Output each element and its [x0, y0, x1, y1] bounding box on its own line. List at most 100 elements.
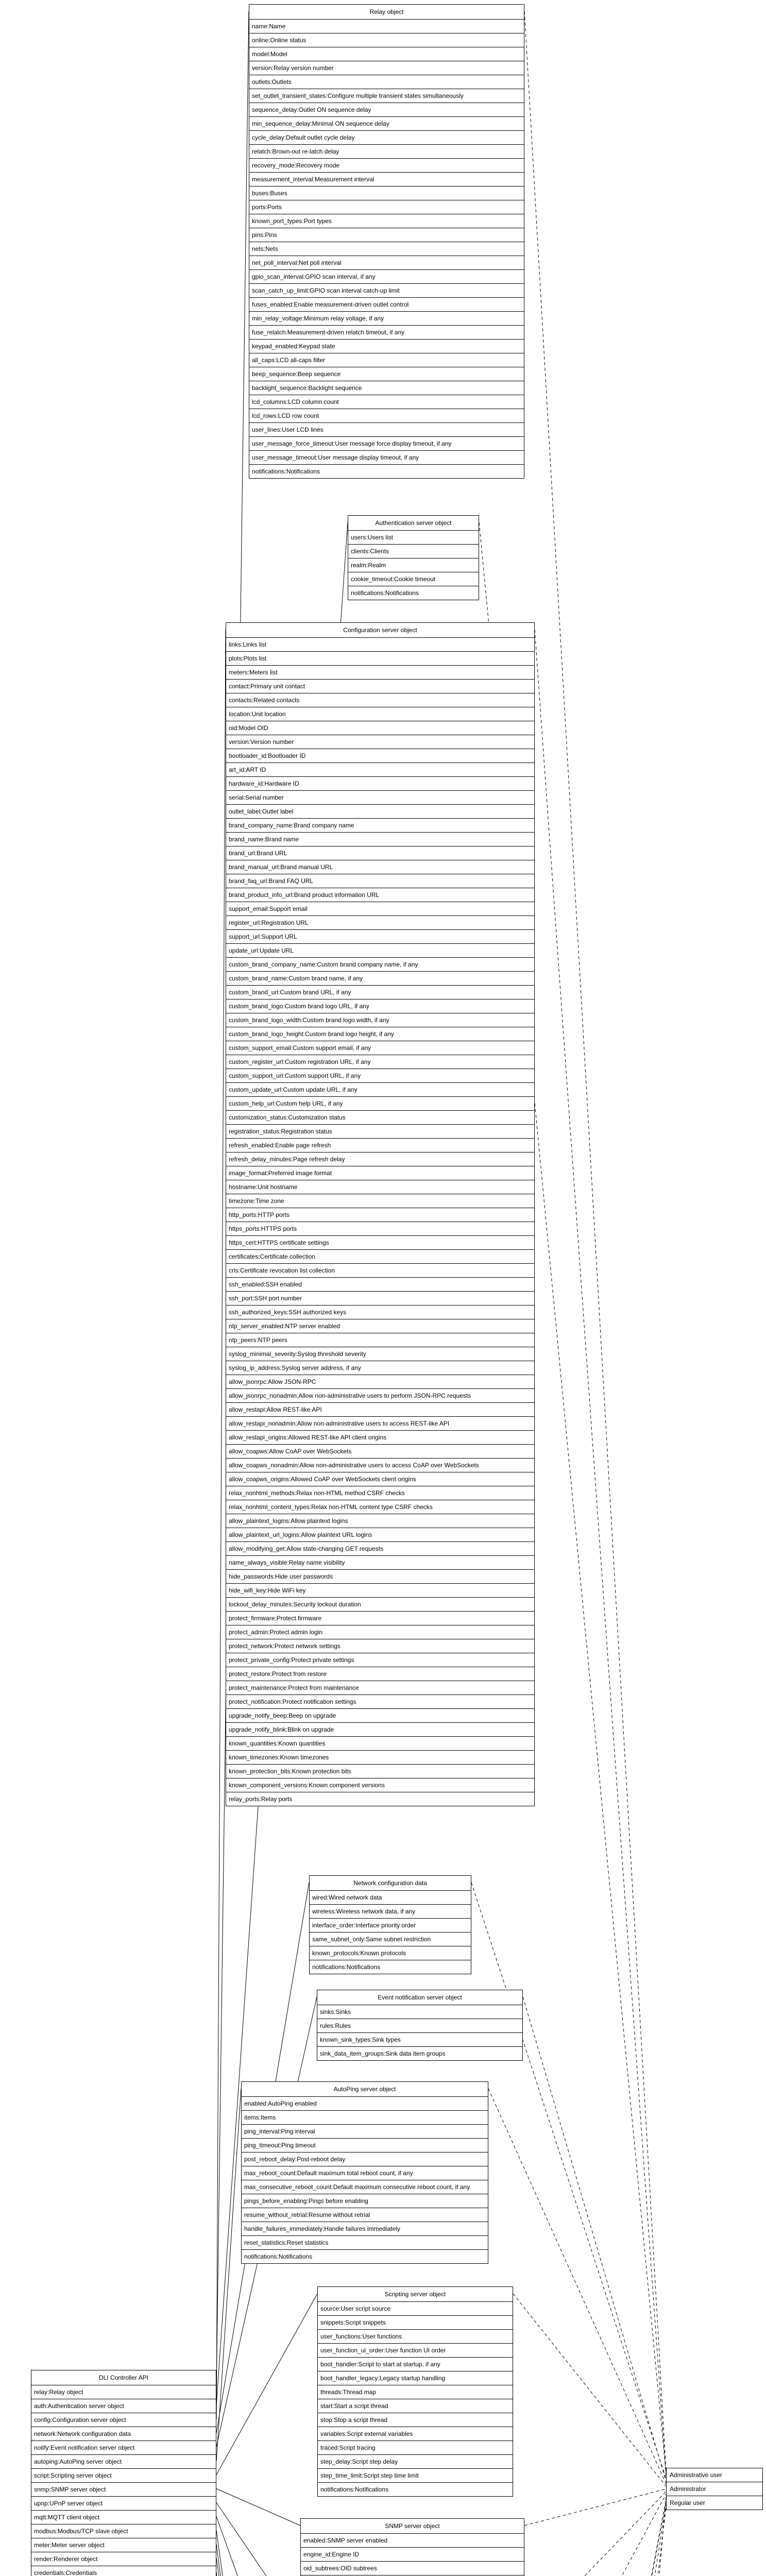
object-box-config-row: allow_jsonrpc:Allow JSON-RPC	[226, 1375, 534, 1388]
object-box-config-row: known_quantities:Known quantities	[226, 1736, 534, 1750]
object-box-config-row: custom_register_url:Custom registration …	[226, 1055, 534, 1069]
object-box-auth-row: users:Users list	[348, 530, 479, 544]
object-box-autoping-title: AutoPing server object	[333, 2086, 396, 2093]
api-root-box-row: meter:Meter server object	[31, 2538, 216, 2552]
containment-edge	[216, 2293, 318, 2475]
object-box-relay-row: user_lines:User LCD lines	[249, 422, 524, 436]
object-box-config-row: relax_nonhtml_methods:Relax non-HTML met…	[226, 1486, 534, 1500]
reference-edge	[488, 2088, 667, 2484]
object-box-auth-title: Authentication server object	[375, 519, 452, 527]
object-box-config-row: ntp_peers:NTP peers	[226, 1333, 534, 1347]
object-box-relay-row: pins:Pins	[249, 228, 524, 242]
api-root-box-row: network:Network configuration data	[31, 2427, 216, 2441]
object-box-snmp-row: users:Users	[301, 2575, 524, 2576]
object-box-config-row: links:Links list	[226, 637, 534, 651]
object-box-config-row: allow_plaintext_url_logins:Allow plainte…	[226, 1528, 534, 1541]
object-box-config-row: upgrade_notify_beep:Beep on upgrade	[226, 1708, 534, 1722]
object-box-relay-row: gpio_scan_interval:GPIO scan interval, i…	[249, 269, 524, 283]
object-box-config-row: protect_notification:Protect notificatio…	[226, 1694, 534, 1708]
api-root-box-row: render:Renderer object	[31, 2552, 216, 2566]
object-box-config-row: allow_restapi:Allow REST-like API	[226, 1402, 534, 1416]
object-box-config-row: plots:Plots list	[226, 651, 534, 665]
object-box-config-row: contact:Primary unit contact	[226, 679, 534, 693]
api-root-box-row: mqtt:MQTT client object	[31, 2510, 216, 2524]
api-root-box-row: modbus:Modbus/TCP slave object	[31, 2524, 216, 2538]
object-box-config-row: register_url:Registration URL	[226, 916, 534, 929]
object-box-config-row: ssh_enabled:SSH enabled	[226, 1277, 534, 1291]
object-box-config-row: custom_brand_logo_height:Custom brand lo…	[226, 1027, 534, 1041]
api-root-box-row: credentials:Credentials	[31, 2566, 216, 2576]
object-box-relay-row: measurement_interval:Measurement interva…	[249, 172, 524, 186]
object-box-script-row: step_time_limit:Script step time limit	[318, 2468, 513, 2482]
containment-edge	[216, 629, 226, 2419]
object-box-relay-row: outlets:Outlets	[249, 75, 524, 89]
object-box-config-row: protect_firmware:Protect firmware	[226, 1611, 534, 1625]
object-box-relay-row: name:Name	[249, 19, 524, 33]
reference-edge	[657, 2506, 667, 2576]
object-box-relay-row: user_message_force_timeout:User message …	[249, 436, 524, 450]
object-box-relay-row: net_poll_interval:Net poll interval	[249, 256, 524, 269]
object-box-config-row: ssh_authorized_keys:SSH authorized keys	[226, 1305, 534, 1319]
reference-edge	[584, 2491, 667, 2576]
api-root-box-row: config:Configuration server object	[31, 2413, 216, 2427]
reference-edge	[621, 2494, 667, 2576]
object-box-config-row: timezone:Time zone	[226, 1194, 534, 1208]
object-box-script-title: Scripting server object	[384, 2291, 446, 2298]
reference-edge	[479, 522, 667, 2474]
object-box-config-row: allow_coapws:Allow CoAP over WebSockets	[226, 1444, 534, 1458]
object-box-config-row: allow_plaintext_logins:Allow plaintext l…	[226, 1514, 534, 1528]
object-box-network-row: wireless:Wireless network data, if any	[310, 1904, 471, 1918]
api-root-box-row: script:Scripting server object	[31, 2468, 216, 2482]
object-box-auth-row: cookie_timeout:Cookie timeout	[348, 572, 479, 586]
object-box-config-row: support_email:Support email	[226, 902, 534, 916]
object-box-relay-row: lcd_rows:LCD row count	[249, 409, 524, 422]
object-box-config-row: refresh_delay_minutes:Page refresh delay	[226, 1152, 534, 1166]
containment-edge	[216, 2530, 223, 2576]
object-box-config-row: protect_restore:Protect from restore	[226, 1667, 534, 1681]
admin-user-box-row: Administrative user	[670, 2471, 723, 2479]
object-box-relay-row: backlight_sequence:Backlight sequence	[249, 381, 524, 395]
object-box-autoping-row: post_reboot_delay:Post-reboot delay	[242, 2152, 488, 2166]
object-box-auth-row: notifications:Notifications	[348, 586, 479, 600]
object-box-snmp-title: SNMP server object	[385, 2522, 440, 2530]
object-box-config-row: hide_passwords:Hide user passwords	[226, 1569, 534, 1583]
object-box-config-row: refresh_enabled:Enable page refresh	[226, 1138, 534, 1152]
object-box-relay-row: min_sequence_delay:Minimal ON sequence d…	[249, 116, 524, 130]
object-box-config-row: allow_coapws_nonadmin:Allow non-administ…	[226, 1458, 534, 1472]
object-box-notify-row: sink_data_item_groups:Sink data item gro…	[317, 2046, 522, 2060]
object-box-script-row: boot_handler:Script to start at startup,…	[318, 2357, 513, 2371]
object-box-config-row: custom_support_email:Custom support emai…	[226, 1041, 534, 1055]
object-box-config-row: http_ports:HTTP ports	[226, 1208, 534, 1222]
object-box-script-row: boot_handler_legacy:Legacy startup handl…	[318, 2371, 513, 2385]
object-box-notify-row: known_sink_types:Sink types	[317, 2032, 522, 2046]
object-box-config-row: custom_brand_url:Custom brand URL, if an…	[226, 985, 534, 999]
object-box-network-row: same_subnet_only:Same subnet restriction	[310, 1932, 471, 1946]
object-box-script-row: user_functions:User functions	[318, 2329, 513, 2343]
object-box-notify-row: rules:Rules	[317, 2019, 522, 2032]
object-box-relay-row: min_relay_voltage:Minimum relay voltage,…	[249, 311, 524, 325]
object-box-config-row: custom_update_url:Custom update URL, if …	[226, 1082, 534, 1096]
object-box-network-title: Network configuration data	[353, 1879, 427, 1887]
object-box-relay-row: recovery_mode:Recovery mode	[249, 158, 524, 172]
object-box-config-row: allow_restapi_origins:Allowed REST-like …	[226, 1430, 534, 1444]
object-box-config-row: protect_private_config:Protect private s…	[226, 1653, 534, 1667]
object-box-autoping-row: enabled:AutoPing enabled	[242, 2096, 488, 2110]
object-box-autoping: AutoPing server object enabled:AutoPing e…	[241, 2081, 488, 2264]
object-box-relay-row: fuses_enabled:Enable measurement-driven …	[249, 297, 524, 311]
object-box-config-row: upgrade_notify_blink:Blink on upgrade	[226, 1722, 534, 1736]
object-box-relay-row: beep_sequence:Beep sequence	[249, 367, 524, 381]
containment-edge	[216, 2502, 267, 2576]
object-box-config-row: brand_manual_url:Brand manual URL	[226, 860, 534, 874]
api-root-box-row: snmp:SNMP server object	[31, 2482, 216, 2496]
object-box-config-title: Configuration server object	[343, 626, 417, 634]
object-box-config-row: ssh_port:SSH port number	[226, 1291, 534, 1305]
object-box-relay-row: buses:Buses	[249, 186, 524, 200]
object-box-notify-title: Event notification server object	[378, 1994, 462, 2001]
object-box-config-row: custom_help_url:Custom help URL, if any	[226, 1096, 534, 1110]
containment-edge	[216, 2088, 242, 2461]
reference-edge	[513, 2293, 667, 2487]
object-box-relay-row: model:Model	[249, 47, 524, 61]
